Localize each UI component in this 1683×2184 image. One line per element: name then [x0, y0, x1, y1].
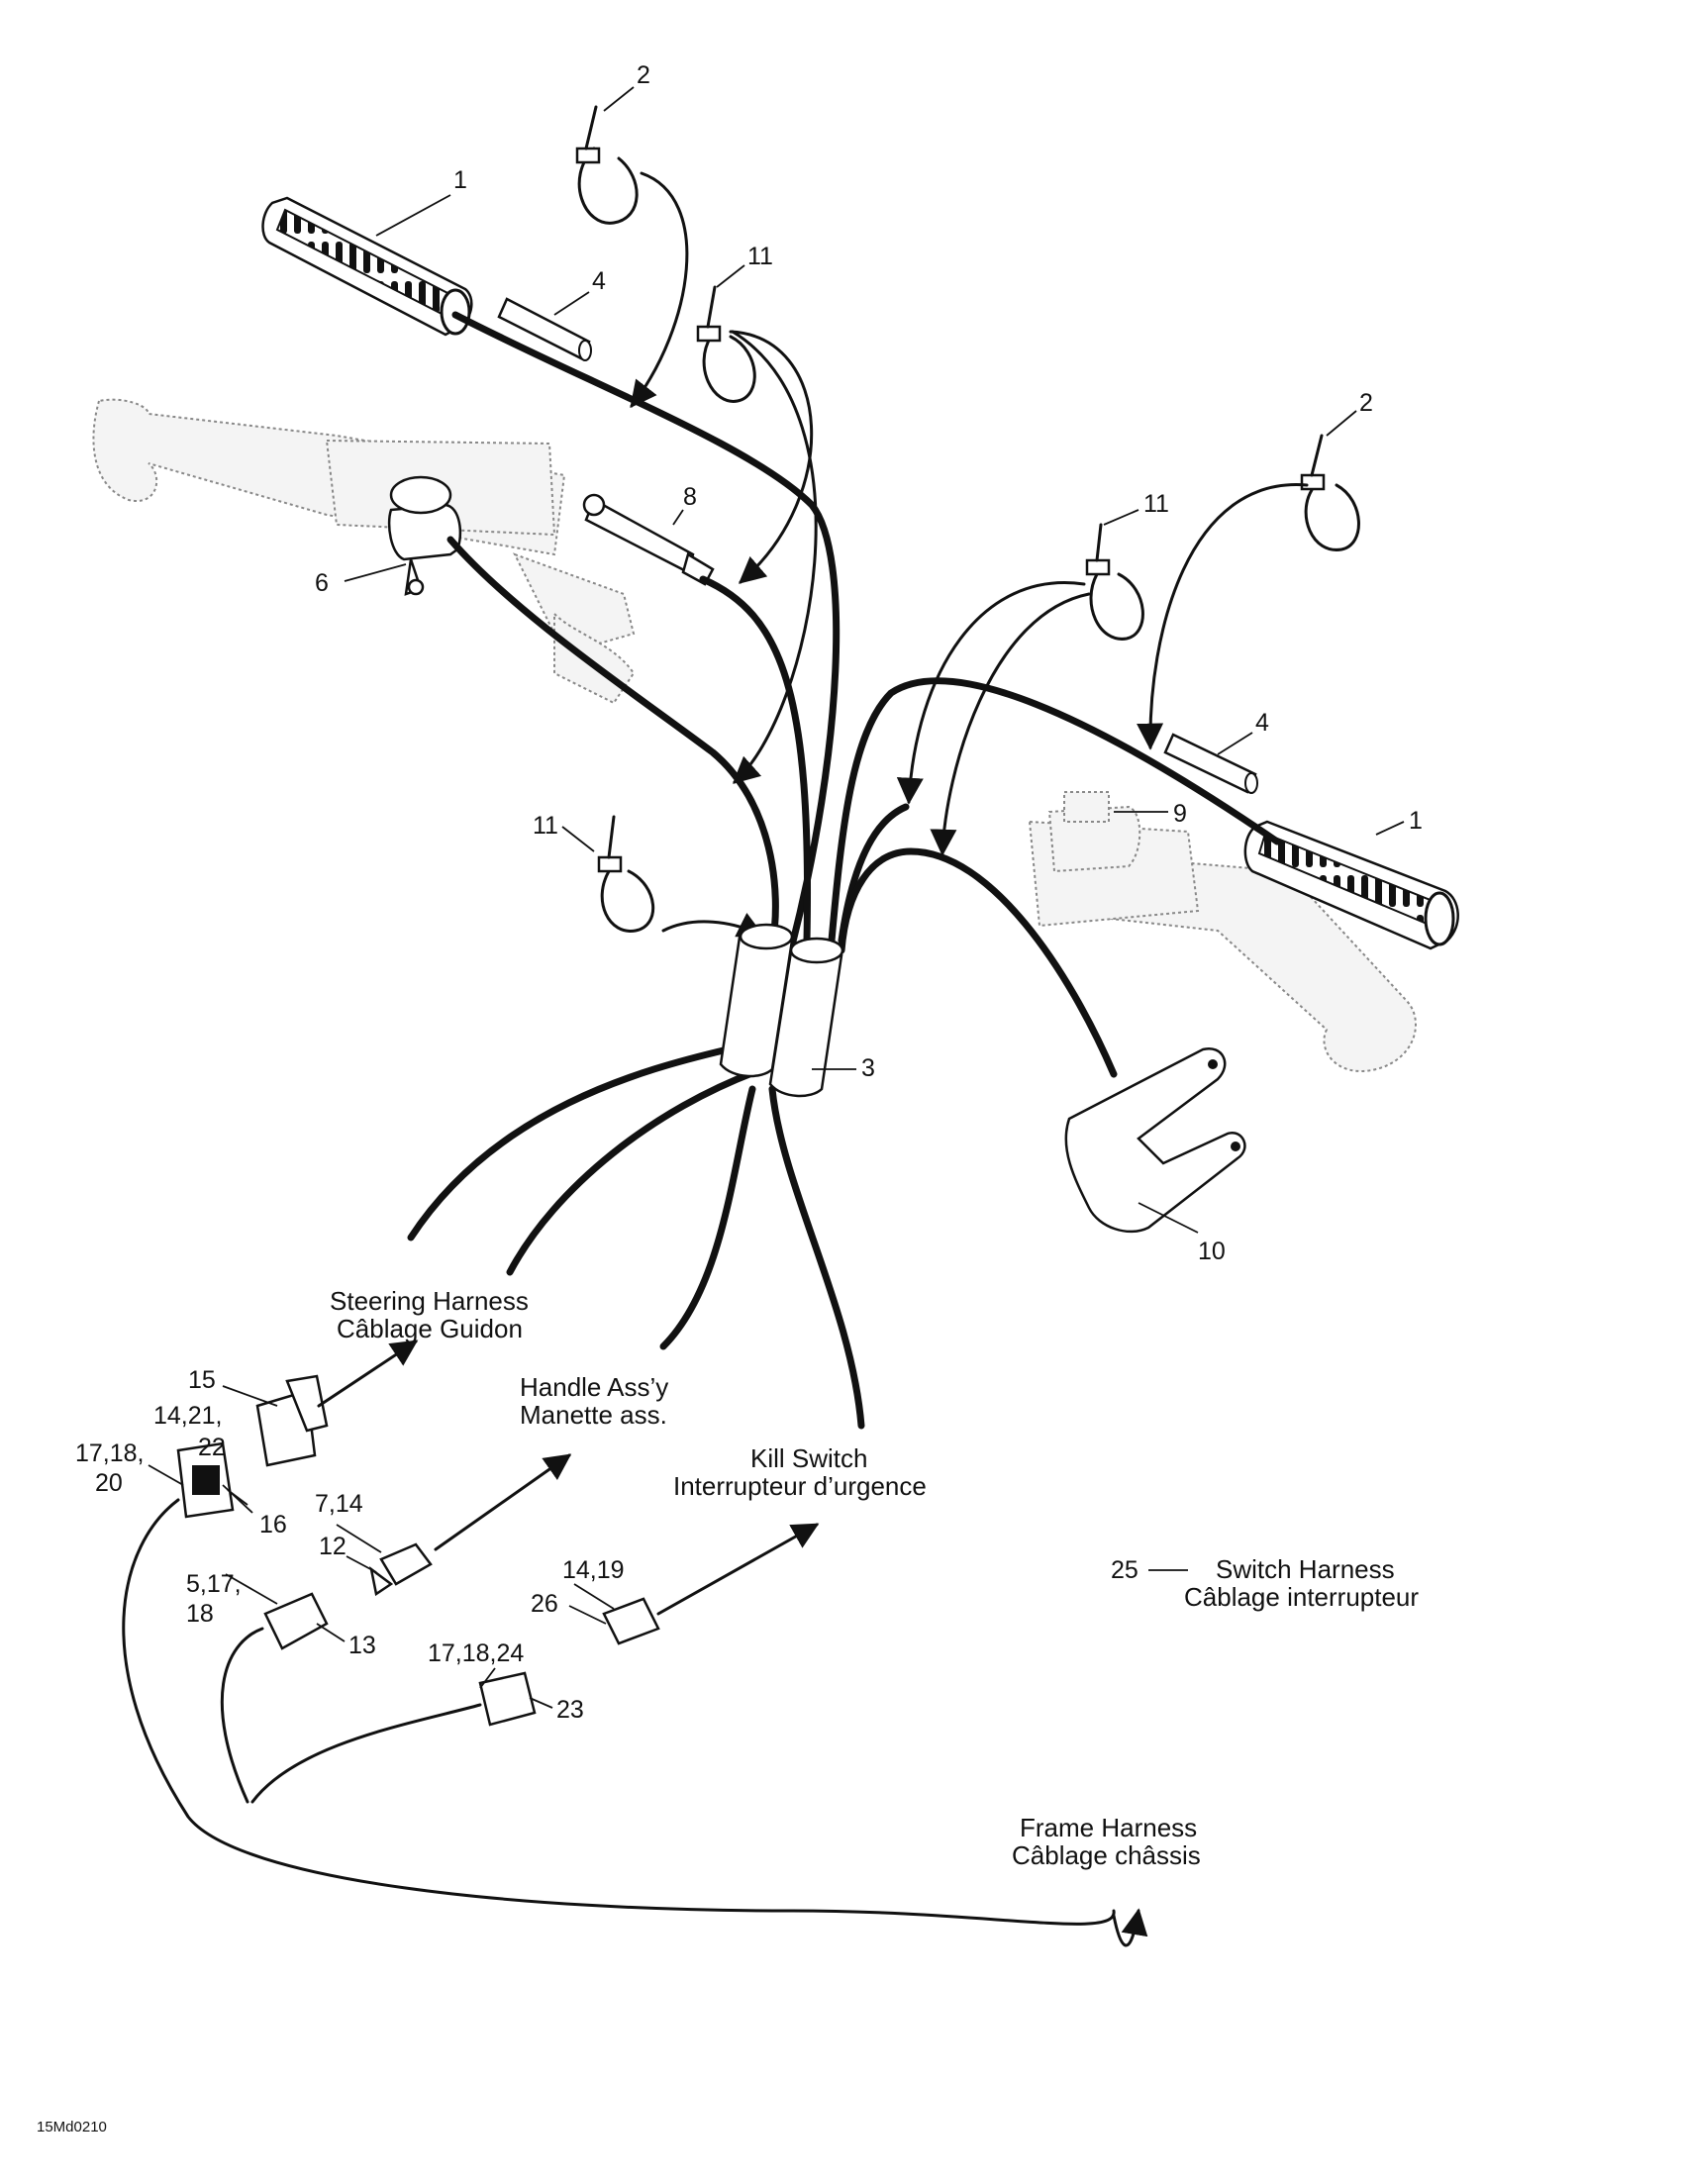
callout-2-left: 2 [637, 61, 650, 89]
figure-code: 15Md0210 [37, 2119, 107, 2135]
callout-17-18: 17,18, [75, 1439, 145, 1467]
connector-26 [602, 1597, 660, 1645]
grip-right [1243, 820, 1459, 950]
callout-13: 13 [348, 1632, 376, 1659]
callout-22: 22 [198, 1434, 226, 1461]
harness-conduits [719, 923, 844, 1098]
callout-12: 12 [319, 1533, 346, 1560]
label-switch-harness: Switch Harness [1216, 1554, 1395, 1584]
label-kill-switch: Kill Switch [750, 1443, 867, 1473]
right-switch-housing [1047, 791, 1141, 873]
frame-harness-wires [122, 1498, 1148, 1947]
connector-13 [263, 1592, 329, 1650]
label-frame-harness: Frame Harness [1020, 1813, 1197, 1842]
callout-20: 20 [95, 1469, 123, 1497]
harness-labels: Steering Harness Câblage Guidon Handle A… [330, 1286, 1419, 1870]
callout-9: 9 [1173, 800, 1187, 828]
callout-23: 23 [556, 1696, 584, 1724]
callout-1-right: 1 [1409, 807, 1423, 835]
leader-lines [148, 86, 1405, 1709]
connector-23 [478, 1671, 537, 1727]
callouts: 1 1 2 2 3 4 4 6 8 9 10 11 11 11 15 14,21… [75, 61, 1423, 1724]
callout-11-low: 11 [533, 812, 558, 840]
label-cablage-chassis: Câblage châssis [1012, 1840, 1201, 1870]
callout-18: 18 [186, 1600, 214, 1628]
cable-tie-2b [1300, 434, 1360, 551]
connector-12 [369, 1542, 433, 1597]
callout-17-18-24: 17,18,24 [428, 1639, 524, 1667]
callout-11-top: 11 [747, 243, 773, 270]
grip-left [261, 196, 473, 337]
callout-3: 3 [861, 1054, 875, 1082]
label-handle-assy: Handle Ass’y [520, 1372, 668, 1402]
left-handlebar [92, 398, 636, 705]
callout-2-right: 2 [1359, 389, 1373, 417]
callout-8: 8 [683, 483, 697, 511]
callout-5-17: 5,17, [186, 1570, 242, 1598]
cable-tie-11b [1085, 523, 1144, 641]
assembly-arrows [630, 171, 1309, 938]
cable-tie-11a [696, 285, 756, 403]
throttle-sensor [582, 493, 715, 586]
label-arrows [317, 1340, 820, 1616]
sleeve-right [1163, 733, 1258, 794]
callout-7-14: 7,14 [315, 1490, 363, 1518]
callout-1-left: 1 [453, 166, 467, 194]
throttle-lever [1064, 1046, 1246, 1234]
callout-11-right: 11 [1143, 490, 1169, 518]
callout-4-right: 4 [1255, 709, 1269, 737]
callout-14-19: 14,19 [562, 1556, 625, 1584]
label-interrupteur-urgence: Interrupteur d’urgence [673, 1471, 927, 1501]
connector-15-22 [255, 1374, 329, 1467]
label-steering-harness: Steering Harness [330, 1286, 529, 1316]
callout-26: 26 [531, 1590, 558, 1618]
cable-tie-11c [597, 815, 655, 933]
label-cablage-interrupteur: Câblage interrupteur [1184, 1582, 1419, 1612]
callout-15: 15 [188, 1366, 216, 1394]
callout-25: 25 [1111, 1556, 1138, 1584]
cable-tie-2a [575, 105, 639, 225]
callout-16: 16 [259, 1511, 287, 1539]
label-cablage-guidon: Câblage Guidon [337, 1314, 523, 1343]
callout-14-21: 14,21, [153, 1402, 223, 1430]
connector-16 [176, 1441, 235, 1519]
left-switch-housing [387, 475, 462, 596]
harness-wires [407, 311, 1281, 1430]
sleeve-left [497, 297, 592, 361]
callout-10: 10 [1198, 1238, 1226, 1265]
callout-6: 6 [315, 569, 329, 597]
callout-4-left: 4 [592, 267, 606, 295]
label-manette-ass: Manette ass. [520, 1400, 667, 1430]
